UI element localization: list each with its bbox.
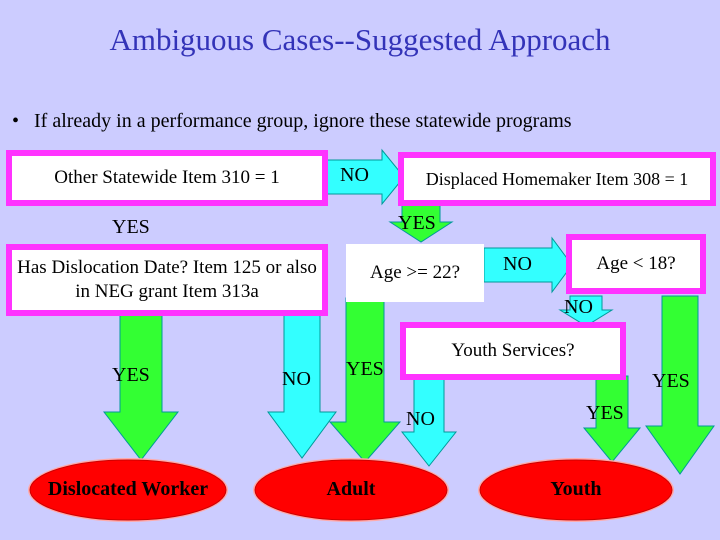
node-displaced-homemaker-text: Displaced Homemaker Item 308 = 1 (425, 168, 689, 189)
outcome-adult: Adult (326, 478, 376, 500)
bullet-point: • If already in a performance group, igno… (12, 110, 572, 133)
arrow-no-dislocated (267, 313, 337, 459)
node-youth-services: Youth Services? (400, 322, 626, 380)
label-yes-left: YES (112, 216, 150, 238)
arrow-no-top (325, 148, 405, 206)
oval-adult (254, 459, 448, 521)
node-other-statewide-text: Other Statewide Item 310 = 1 (54, 167, 280, 188)
arrow-no-age22 (483, 236, 573, 294)
node-age-22: Age >= 22? (346, 244, 484, 302)
label-no-youth-services: NO (406, 408, 435, 430)
label-yes-dislocated: YES (112, 364, 150, 386)
node-age-22-text: Age >= 22? (369, 262, 461, 283)
node-age-18: Age < 18? (566, 234, 706, 294)
arrow-no-youth-services (400, 369, 458, 467)
label-no-age22: NO (503, 253, 532, 275)
arrow-yes-youth-services (582, 375, 642, 463)
outcome-youth: Youth (550, 478, 602, 500)
node-displaced-homemaker: Displaced Homemaker Item 308 = 1 (398, 152, 716, 206)
label-yes-adult: YES (346, 358, 384, 380)
node-dislocation-date-text: Has Dislocation Date? Item 125 or also i… (17, 257, 317, 302)
oval-youth (479, 459, 673, 521)
oval-dislocated-worker (29, 459, 227, 521)
label-yes-youth-services: YES (586, 402, 624, 424)
label-yes-age18: YES (652, 370, 690, 392)
label-yes-mid: YES (398, 212, 436, 234)
slide-title: Ambiguous Cases--Suggested Approach (109, 22, 611, 57)
bullet-marker: • (12, 110, 20, 132)
label-no-dislocated: NO (282, 368, 311, 390)
bullet-text: If already in a performance group, ignor… (34, 110, 572, 132)
arrow-yes-age18 (645, 295, 715, 475)
arrow-no-age18 (558, 295, 614, 327)
outcome-dislocated-worker: Dislocated Worker (47, 478, 209, 500)
arrow-yes-dislocated (102, 313, 180, 461)
node-youth-services-text: Youth Services? (451, 340, 575, 361)
label-no-age18: NO (564, 296, 593, 318)
node-age-18-text: Age < 18? (596, 253, 676, 274)
node-other-statewide: Other Statewide Item 310 = 1 (6, 150, 328, 206)
node-dislocation-date: Has Dislocation Date? Item 125 or also i… (6, 244, 328, 316)
label-no-top: NO (340, 164, 369, 186)
arrow-yes-adult (328, 297, 402, 463)
